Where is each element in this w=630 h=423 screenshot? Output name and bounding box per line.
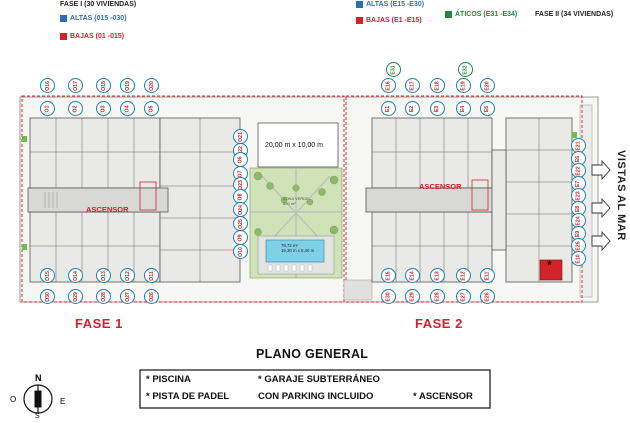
- unit-marker-o18: O18: [96, 78, 111, 93]
- red-marker: [539, 259, 563, 281]
- legend-bajas-fase2: BAJAS (E1 -E15): [356, 17, 422, 24]
- amenity-ascensor: * ASCENSOR: [413, 391, 473, 402]
- ascensor2-outline: [471, 179, 489, 211]
- unit-marker-e3: E3: [430, 101, 445, 116]
- unit-marker-o12: O12: [120, 268, 135, 283]
- red-marker-asterisk: *: [547, 258, 552, 272]
- blue-swatch: [60, 15, 67, 22]
- central-path: [343, 279, 373, 301]
- unit-marker-o2: O2: [68, 101, 83, 116]
- amenity-parking: CON PARKING INCLUIDO: [258, 391, 374, 402]
- compass: [23, 384, 53, 414]
- unit-marker-e15: E15: [381, 268, 396, 283]
- unit-marker-o19: O19: [120, 78, 135, 93]
- unit-marker-e2: E2: [405, 101, 420, 116]
- legend-altas-fase1: ALTAS (015 -030): [60, 15, 127, 22]
- fase2-label: FASE 2: [415, 316, 463, 331]
- unit-marker-e31: E31: [386, 62, 401, 77]
- unit-marker-o4: O4: [120, 101, 135, 116]
- unit-marker-o28: O28: [96, 289, 111, 304]
- green-swatch: [445, 11, 452, 18]
- compass-o: O: [10, 395, 17, 404]
- ascensor1-outline: [139, 181, 157, 211]
- unit-marker-e18: E18: [430, 78, 445, 93]
- page-title: PLANO GENERAL: [256, 347, 369, 361]
- unit-marker-e4: E4: [456, 101, 471, 116]
- unit-marker-e14: E14: [405, 268, 420, 283]
- trees: [253, 171, 339, 236]
- unit-marker-o3: O3: [96, 101, 111, 116]
- unit-marker-e30: E30: [381, 289, 396, 304]
- fase2-building: [365, 117, 573, 283]
- unit-marker-o9: O9: [233, 230, 248, 245]
- fase1-boundary: [21, 95, 345, 303]
- blue-swatch: [356, 1, 363, 8]
- unit-marker-e29: E29: [405, 289, 420, 304]
- pool-dimensions-label: 20,00 m x 10,00 m: [265, 142, 323, 149]
- sun-loungers: [267, 264, 313, 272]
- unit-marker-o1: O1: [40, 101, 55, 116]
- unit-marker-e10: E10: [571, 251, 586, 266]
- unit-marker-o14: O14: [68, 268, 83, 283]
- legend-fase2-title: FASE II (34 VIVIENDAS): [535, 11, 614, 18]
- unit-marker-o13: O13: [96, 268, 111, 283]
- zona-verde-label: ZONA VERDE 600 m²: [283, 196, 309, 206]
- unit-marker-e17: E17: [405, 78, 420, 93]
- legend-aticos-fase2: ÁTICOS (E31 -E34): [445, 11, 517, 18]
- unit-marker-e16: E16: [381, 78, 396, 93]
- unit-marker-e12: E12: [456, 268, 471, 283]
- unit-marker-e13: E13: [430, 268, 445, 283]
- unit-marker-o30: O30: [40, 289, 55, 304]
- unit-marker-o21: O21: [233, 129, 248, 144]
- amenity-padel: * PISTA DE PADEL: [146, 391, 230, 402]
- red-swatch: [60, 33, 67, 40]
- fase1-unit-grid: [30, 118, 240, 282]
- legend-bajas-fase1: BAJAS (01 -015): [60, 33, 124, 40]
- legend-fase1-title: FASE I (30 VIVIENDAS): [60, 1, 137, 8]
- amenities-box: [139, 369, 491, 409]
- unit-marker-o25: O25: [233, 216, 248, 231]
- compass-n: N: [35, 373, 42, 383]
- unit-marker-o11: O11: [144, 268, 159, 283]
- unit-marker-e20: E20: [480, 78, 495, 93]
- fase1-label: FASE 1: [75, 316, 123, 331]
- unit-marker-e26: E26: [480, 289, 495, 304]
- pool: [265, 239, 325, 263]
- unit-marker-e11: E11: [480, 268, 495, 283]
- padel-court: [257, 122, 339, 168]
- unit-marker-e5: E5: [480, 101, 495, 116]
- unit-marker-o20: O20: [144, 78, 159, 93]
- unit-marker-e32: E32: [458, 62, 473, 77]
- compass-e: E: [60, 397, 66, 406]
- unit-marker-o24: O24: [233, 202, 248, 217]
- unit-marker-e28: E28: [430, 289, 445, 304]
- unit-marker-o10: O10: [233, 244, 248, 259]
- unit-marker-e19: E19: [456, 78, 471, 93]
- unit-marker-o27: O27: [120, 289, 135, 304]
- unit-marker-e27: E27: [456, 289, 471, 304]
- amenity-piscina: * PISCINA: [146, 374, 191, 385]
- unit-marker-o17: O17: [68, 78, 83, 93]
- unit-marker-o26: O26: [144, 289, 159, 304]
- unit-marker-o16: O16: [40, 78, 55, 93]
- fase2-unit-grid: [372, 118, 572, 282]
- legend-altas-fase2: ALTAS (E15 -E30): [356, 1, 424, 8]
- vistas-al-mar: VISTAS AL MAR: [615, 150, 627, 241]
- pool-area-label: 78,72 m² 15,30 m x 5,40 m: [281, 243, 315, 253]
- unit-marker-o5: O5: [144, 101, 159, 116]
- ascensor2-label: ASCENSOR: [419, 182, 462, 191]
- view-arrows: [591, 159, 611, 252]
- red-swatch: [356, 17, 363, 24]
- amenity-garaje: * GARAJE SUBTERRÁNEO: [258, 374, 380, 385]
- ascensor1-label: ASCENSOR: [86, 205, 129, 214]
- unit-marker-o15: O15: [40, 268, 55, 283]
- unit-marker-o29: O29: [68, 289, 83, 304]
- fase1-stairs: [44, 192, 58, 208]
- compass-s: S: [35, 413, 40, 420]
- unit-marker-o6: O6: [233, 152, 248, 167]
- unit-marker-e1: E1: [381, 101, 396, 116]
